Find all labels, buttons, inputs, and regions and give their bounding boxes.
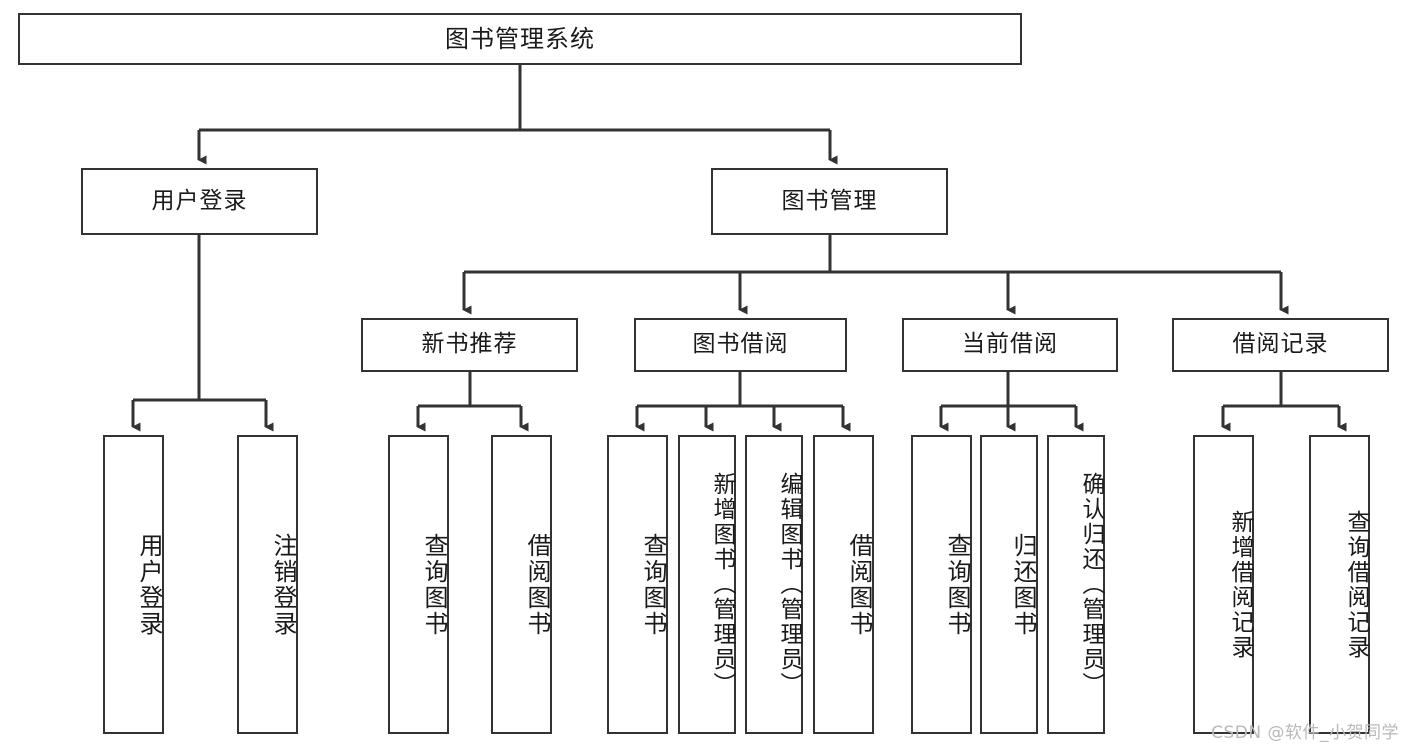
leaf-node-return-book[interactable]: 归还图书 (980, 435, 1038, 734)
node-root-system[interactable]: 图书管理系统 (18, 13, 1022, 65)
leaf-node-borrow-book-borrow[interactable]: 借阅图书 (813, 435, 874, 734)
node-book-manage[interactable]: 图书管理 (711, 168, 948, 235)
leaf-node-confirm-return-admin[interactable]: 确认归还（管理员） (1047, 435, 1105, 734)
leaf-node-query-book-new[interactable]: 查询图书 (388, 435, 449, 734)
leaf-node-query-book-borrow[interactable]: 查询图书 (607, 435, 668, 734)
leaf-node-edit-book-admin[interactable]: 编辑图书（管理员） (745, 435, 803, 734)
leaf-node-query-book-current[interactable]: 查询图书 (911, 435, 972, 734)
node-book-borrow[interactable]: 图书借阅 (634, 318, 847, 372)
node-current-borrow[interactable]: 当前借阅 (902, 318, 1118, 372)
leaf-node-add-borrow-record[interactable]: 新增借阅记录 (1193, 435, 1254, 734)
csdn-watermark: CSDN @软件_小贺同学 (1211, 723, 1399, 743)
leaf-node-query-borrow-record[interactable]: 查询借阅记录 (1309, 435, 1370, 734)
node-user-login[interactable]: 用户登录 (81, 168, 318, 235)
leaf-node-borrow-book-new[interactable]: 借阅图书 (491, 435, 552, 734)
leaf-node-logout-login[interactable]: 注销登录 (237, 435, 298, 734)
node-new-book-recommend[interactable]: 新书推荐 (361, 318, 578, 372)
leaf-node-user-login[interactable]: 用户登录 (103, 435, 164, 734)
leaf-node-add-book-admin[interactable]: 新增图书（管理员） (678, 435, 736, 734)
node-borrow-record[interactable]: 借阅记录 (1172, 318, 1389, 372)
